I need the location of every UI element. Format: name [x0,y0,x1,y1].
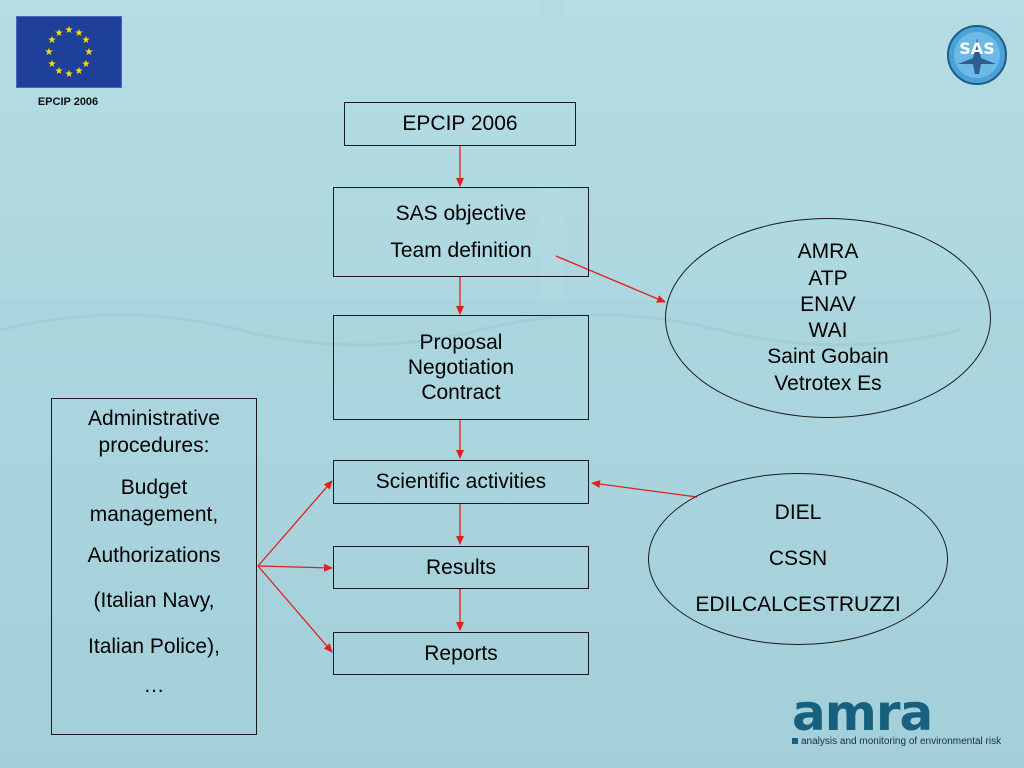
box-epcip: EPCIP 2006 [344,102,576,146]
amra-logo-word: amra [792,684,933,742]
admin-line-5: Authorizations [87,544,221,568]
box-sas-objective: SAS objective Team definition [333,187,589,277]
admin-line-7: Italian Police), [88,634,220,658]
box-scientific-activities: Scientific activities [333,460,589,504]
box-proposal-line-1: Proposal [419,330,503,354]
svg-text:★: ★ [82,35,91,46]
box-proposal-line-3: Contract [421,381,501,405]
sas-logo-icon: SAS [947,25,1007,85]
ellipse-team-partners: AMRA ATP ENAV WAI Saint Gobain Vetrotex … [665,218,991,418]
sas-logo-text: SAS [959,39,994,58]
arrow-subcontractors-to-scientific [591,480,698,498]
svg-text:★: ★ [65,25,74,36]
box-sas-objective-line-1: SAS objective [395,201,527,225]
arrow-admin-to-results [257,563,333,572]
arrow-admin-to-scientific [257,480,333,567]
svg-text:★: ★ [48,35,57,46]
partner-5: Saint Gobain [767,345,889,369]
admin-line-2: procedures: [98,434,210,458]
svg-text:★: ★ [65,69,74,80]
ellipse-subcontractors: DIEL CSSN EDILCALCESTRUZZI [648,473,948,645]
amra-tagline-text: analysis and monitoring of environmental… [801,736,1002,747]
box-results: Results [333,546,589,589]
arrow-team-to-partners [555,255,666,303]
partner-6: Vetrotex Es [774,371,882,395]
amra-logo-tagline: analysis and monitoring of environmental… [792,736,1001,747]
svg-text:★: ★ [48,59,57,70]
admin-line-3: Budget [120,475,188,499]
svg-text:★: ★ [55,66,64,77]
admin-line-4: management, [89,502,219,526]
box-scientific-activities-text: Scientific activities [375,470,547,494]
partner-1: AMRA [797,240,859,264]
arrow-admin-to-reports [257,565,333,653]
subcontractor-2: CSSN [768,546,828,570]
square-icon [792,738,798,744]
admin-line-8: … [143,674,165,698]
box-results-text: Results [425,555,497,579]
svg-text:★: ★ [82,59,91,70]
partner-4: WAI [808,319,848,342]
eu-stars-icon: ★ ★ ★ ★ ★ ★ ★ ★ ★ ★ ★ ★ [45,25,94,80]
amra-logo: amra analysis and monitoring of environm… [792,684,1018,754]
eu-flag-logo: ★ ★ ★ ★ ★ ★ ★ ★ ★ ★ ★ ★ [16,16,122,88]
svg-text:★: ★ [55,28,64,39]
box-proposal-line-2: Negotiation [407,355,515,379]
svg-text:★: ★ [45,47,54,58]
box-proposal: Proposal Negotiation Contract [333,315,589,420]
admin-line-6: (Italian Navy, [93,589,215,613]
admin-line-1: Administrative [88,407,220,430]
box-reports-text: Reports [424,641,498,665]
partner-2: ATP [808,266,848,290]
partner-3: ENAV [800,292,856,316]
eu-logo-label: EPCIP 2006 [37,96,99,108]
box-administrative-procedures: Administrative procedures: Budget manage… [51,398,257,735]
subcontractor-3: EDILCALCESTRUZZI [695,593,901,617]
box-epcip-text: EPCIP 2006 [402,112,518,136]
svg-text:★: ★ [85,47,94,58]
subcontractor-1: DIEL [774,500,822,524]
svg-text:★: ★ [75,66,84,77]
svg-text:★: ★ [75,28,84,39]
box-reports: Reports [333,632,589,675]
box-sas-objective-line-2: Team definition [390,239,532,263]
